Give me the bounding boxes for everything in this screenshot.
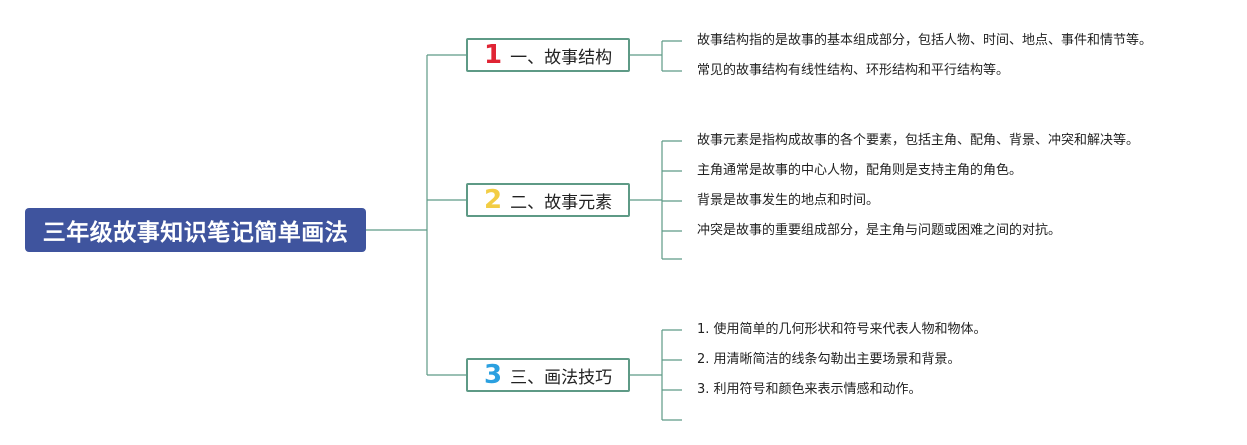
number-badge-1: 1 — [484, 40, 503, 70]
leaf-text[interactable]: 常见的故事结构有线性结构、环形结构和平行结构等。 — [697, 63, 1010, 78]
connector-leaves-1 — [630, 40, 682, 72]
leaf-text[interactable]: 3. 利用符号和颜色来表示情感和动作。 — [697, 382, 922, 397]
leaf-text[interactable]: 1. 使用简单的几何形状和符号来代表人物和物体。 — [697, 322, 987, 337]
branch-node-story-structure[interactable]: 1 一、故事结构 — [466, 38, 630, 72]
branch-label: 二、故事元素 — [510, 192, 613, 213]
branch-label: 一、故事结构 — [510, 47, 613, 68]
number-badge-2: 2 — [484, 185, 503, 215]
leaf-text[interactable]: 冲突是故事的重要组成部分，是主角与问题或困难之间的对抗。 — [697, 223, 1062, 238]
branch-label: 三、画法技巧 — [510, 367, 613, 388]
connector-leaves-3 — [630, 329, 682, 421]
branch-node-story-elements[interactable]: 2 二、故事元素 — [466, 183, 630, 217]
leaf-text[interactable]: 故事结构指的是故事的基本组成部分，包括人物、时间、地点、事件和情节等。 — [697, 33, 1153, 48]
number-badge-3: 3 — [484, 360, 503, 390]
branch-node-drawing-tips[interactable]: 3 三、画法技巧 — [466, 358, 630, 392]
leaf-text[interactable]: 2. 用清晰简洁的线条勾勒出主要场景和背景。 — [697, 352, 961, 367]
leaf-text[interactable]: 背景是故事发生的地点和时间。 — [697, 193, 880, 208]
leaf-text[interactable]: 故事元素是指构成故事的各个要素，包括主角、配角、背景、冲突和解决等。 — [697, 133, 1140, 148]
leaf-text[interactable]: 主角通常是故事的中心人物，配角则是支持主角的角色。 — [697, 163, 1023, 178]
connector-leaves-2 — [630, 140, 682, 260]
root-node-title[interactable]: 三年级故事知识笔记简单画法 — [25, 208, 366, 252]
